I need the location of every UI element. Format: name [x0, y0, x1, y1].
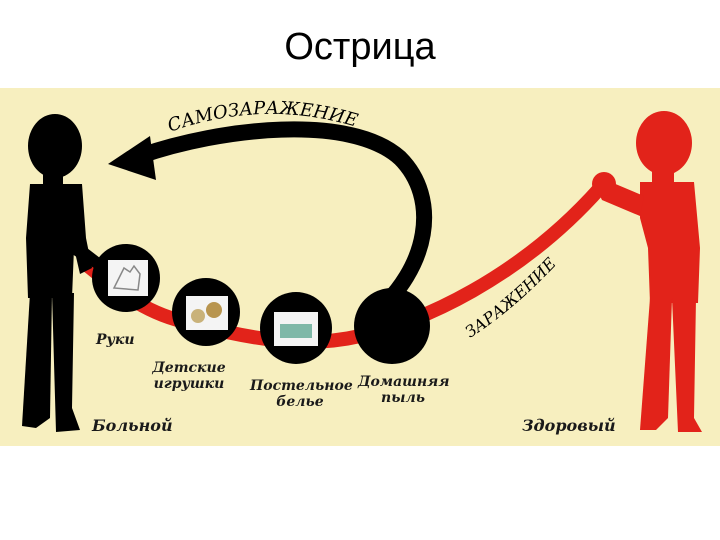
bedding-icon — [280, 324, 312, 338]
diagram-canvas: САМОЗАРАЖЕНИЕ ЗАРАЖЕНИЕ — [22, 98, 702, 432]
sick-child-figure — [22, 114, 100, 432]
self-infection-arc — [132, 121, 433, 324]
node-label-hands: Руки — [96, 332, 135, 348]
hand-icon — [112, 264, 141, 291]
node-bedding — [260, 292, 332, 364]
node-toys — [172, 278, 240, 346]
node-label-dust: Домашняя пыль — [358, 374, 450, 406]
healthy-child-figure — [592, 111, 702, 432]
toy-icon — [191, 309, 205, 323]
node-dust — [354, 288, 430, 364]
page-title: Острица — [284, 26, 436, 68]
node-label-toys: Детские игрушки — [152, 360, 226, 392]
self-infection-arrowhead — [108, 136, 156, 180]
healthy-label: Здоровый — [522, 416, 616, 435]
sick-label: Больной — [92, 416, 173, 435]
infection-path — [81, 181, 607, 349]
node-hands — [92, 244, 160, 312]
diagram-panel: САМОЗАРАЖЕНИЕ ЗАРАЖЕНИЕ — [0, 88, 720, 446]
node-label-bedding: Постельное белье — [250, 378, 353, 410]
